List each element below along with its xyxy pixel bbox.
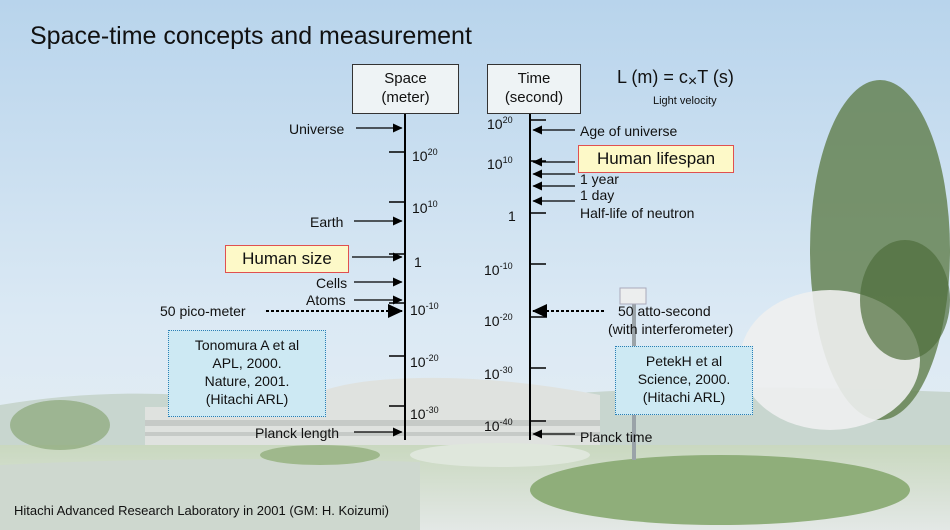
space-header-line1: Space: [384, 70, 427, 87]
label-pico-meter: 50 pico-meter: [160, 303, 246, 319]
time-tick-label: 1020: [487, 115, 513, 132]
space-tick-label: 1020: [412, 147, 438, 164]
space-tick-label: 10-30: [410, 405, 439, 422]
ref-left-line: (Hitachi ARL): [205, 391, 289, 407]
space-ticks: [389, 151, 405, 407]
reference-box-left: Tonomura A et al APL, 2000. Nature, 2001…: [168, 330, 326, 417]
time-arrows: [532, 125, 604, 439]
space-tick-label: 1: [414, 254, 422, 270]
time-tick-label: 10-10: [484, 261, 513, 278]
space-axis-header: Space (meter): [352, 64, 459, 114]
label-interferometer: (with interferometer): [608, 321, 734, 337]
light-velocity-note: Light velocity: [653, 95, 717, 107]
time-axis-header: Time (second): [487, 64, 581, 114]
space-tick-label: 10-20: [410, 353, 439, 370]
space-arrows: [266, 123, 403, 437]
space-tick-label: 10-10: [410, 301, 439, 318]
reference-box-right: PetekH et al Science, 2000. (Hitachi ARL…: [615, 346, 753, 415]
label-one-day: 1 day: [580, 187, 615, 203]
label-age-of-universe: Age of universe: [580, 123, 678, 139]
time-tick-label: 1010: [487, 155, 513, 172]
formula-right: T (s): [697, 67, 734, 87]
ref-left-line: Nature, 2001.: [204, 373, 290, 389]
label-earth: Earth: [310, 214, 344, 230]
label-cells: Cells: [316, 275, 348, 291]
footer-credit: Hitachi Advanced Research Laboratory in …: [14, 503, 390, 518]
label-atto-second: 50 atto-second: [618, 303, 711, 319]
ref-left-line: APL, 2000.: [212, 355, 282, 371]
space-header-line2: (meter): [381, 89, 430, 106]
label-human-lifespan: Human lifespan: [578, 145, 734, 173]
time-tick-label: 10-30: [484, 365, 513, 382]
formula-times: ×: [687, 73, 698, 90]
formula-left: L (m) = c: [617, 67, 688, 87]
label-universe: Universe: [289, 121, 345, 137]
label-planck-length: Planck length: [255, 425, 340, 441]
ref-right-line: PetekH et al: [645, 353, 723, 369]
label-atoms: Atoms: [306, 292, 346, 308]
time-header-line1: Time: [517, 70, 551, 87]
time-header-line2: (second): [504, 89, 564, 106]
time-tick-label: 10-20: [484, 312, 513, 329]
ref-right-line: (Hitachi ARL): [642, 389, 726, 405]
label-half-life-neutron: Half-life of neutron: [580, 205, 695, 221]
label-planck-time: Planck time: [580, 429, 653, 445]
space-tick-label: 1010: [412, 199, 438, 216]
slide-title: Space-time concepts and measurement: [30, 22, 472, 50]
light-velocity-formula: L (m) = c×T (s): [617, 67, 734, 90]
label-human-size: Human size: [225, 245, 349, 273]
time-ticks: [530, 119, 546, 422]
ref-right-line: Science, 2000.: [637, 371, 731, 387]
time-tick-label: 1: [508, 208, 516, 224]
time-tick-label: 10-40: [484, 417, 513, 434]
ref-left-line: Tonomura A et al: [194, 337, 300, 353]
label-one-year: 1 year: [580, 171, 619, 187]
